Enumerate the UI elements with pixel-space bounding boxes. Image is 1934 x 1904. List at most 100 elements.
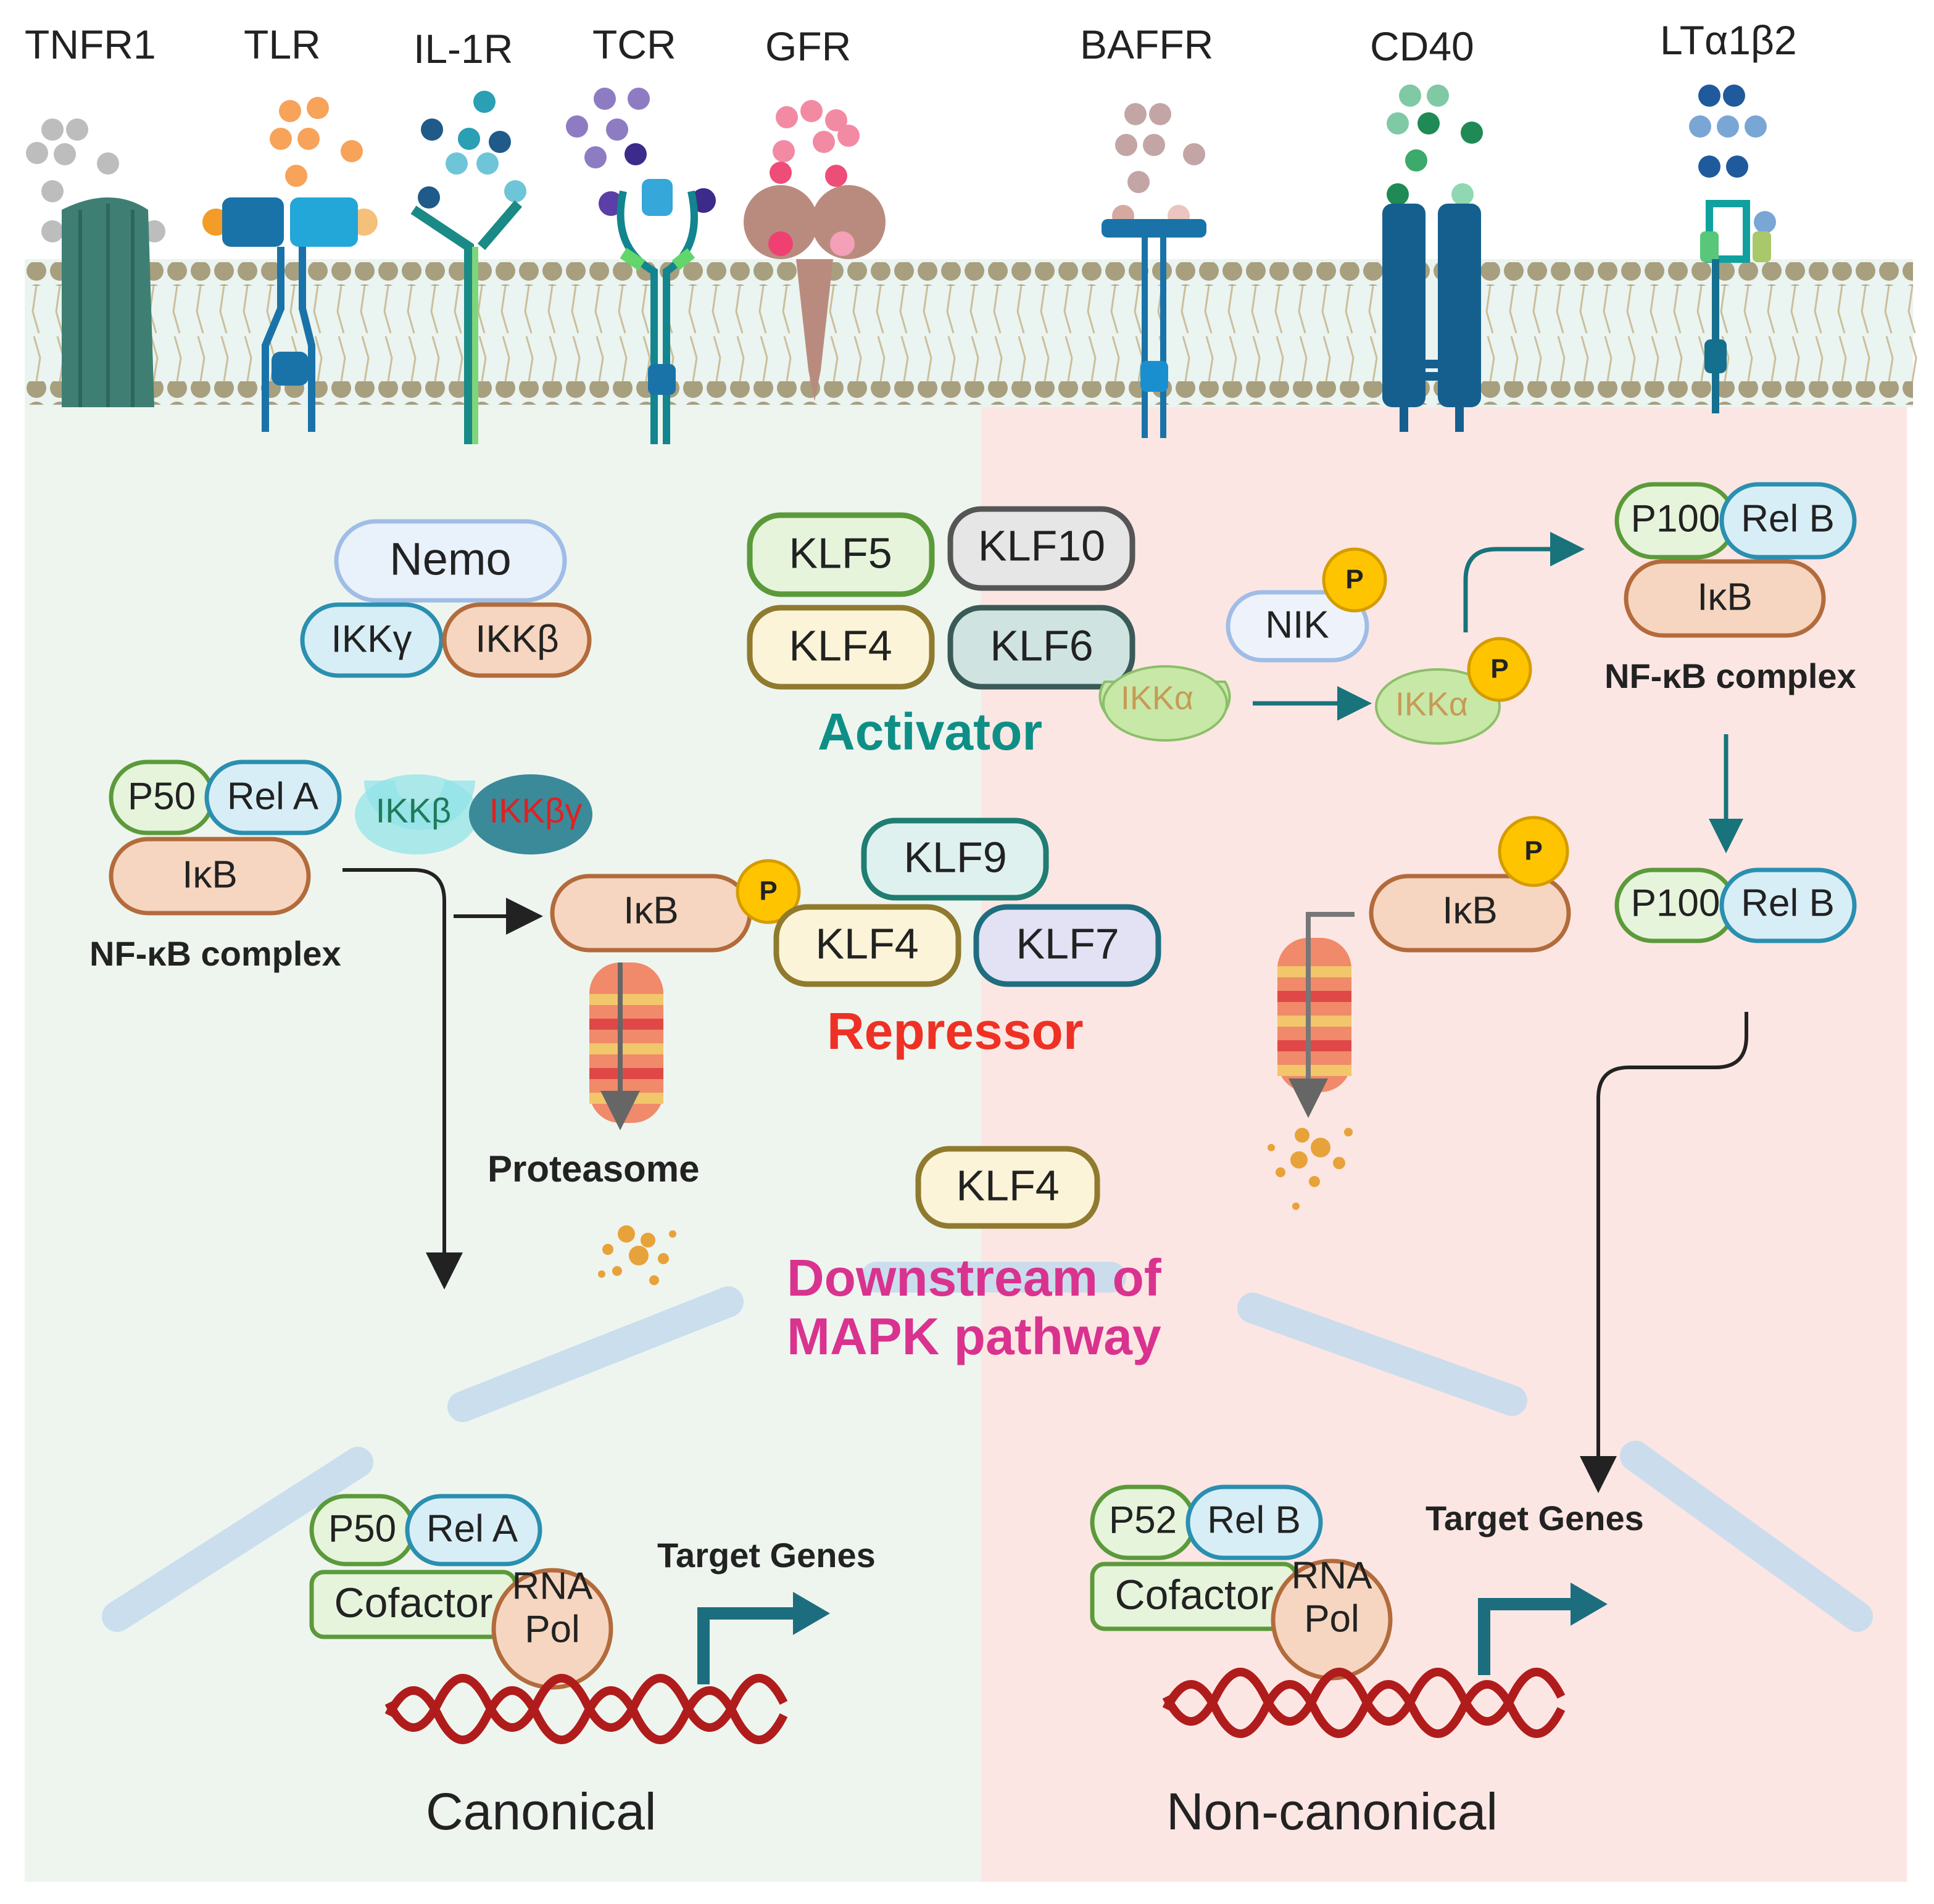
klf4-mapk-pill bbox=[915, 1146, 1100, 1229]
nc-transcription-arrow bbox=[1478, 1598, 1574, 1675]
receptor-label-lta1b2: LTα1β2 bbox=[1660, 17, 1797, 63]
ikk-gamma-label: IKKγ bbox=[331, 618, 412, 660]
nik-group: NIK P bbox=[1226, 547, 1387, 663]
nemo-label: Nemo bbox=[389, 534, 511, 585]
nc-phospho-ikb-label: IκB bbox=[1442, 889, 1498, 932]
tlr-receptor-icon bbox=[202, 97, 378, 432]
canonical-phospho-ikb: IκB P bbox=[550, 859, 801, 953]
noncanonical-target-genes: Target Genes bbox=[1426, 1499, 1644, 1538]
activator-label: Activator bbox=[818, 703, 1042, 761]
repressor-label: Repressor bbox=[827, 1002, 1084, 1060]
nc-phospho-ikb-pill bbox=[1369, 874, 1571, 953]
degraded-fragments-icon bbox=[598, 1225, 676, 1285]
ikk-beta-pair-label: IKKβ bbox=[376, 791, 451, 830]
rela-label: Rel A bbox=[227, 775, 319, 817]
klf10-pill bbox=[947, 506, 1135, 591]
nc-cofactor-label: Cofactor bbox=[1115, 1571, 1274, 1618]
klf4-mapk-label: KLF4 bbox=[956, 1161, 1059, 1209]
relb-pill bbox=[1719, 482, 1857, 560]
processed-p100-label: P100 bbox=[1631, 882, 1720, 924]
klf9-label: KLF9 bbox=[903, 833, 1006, 881]
svg-text:P: P bbox=[1345, 565, 1363, 595]
klf-activators: KLF5 KLF10 KLF4 KLF6 bbox=[747, 506, 1135, 690]
rna-label: RNA bbox=[512, 1565, 594, 1607]
ikb-pill bbox=[109, 837, 311, 916]
canonical-nfkb-complex: P50 Rel A IκB NF-κB complex bbox=[89, 760, 342, 973]
nuc-rela-label: Rel A bbox=[426, 1507, 518, 1550]
phospho-icon bbox=[736, 859, 801, 924]
tnfr1-receptor-icon bbox=[26, 118, 165, 407]
nik-label: NIK bbox=[1265, 603, 1329, 646]
noncanonical-nuclear-complex: P52 Rel B Cofactor RNA Pol bbox=[1090, 1484, 1393, 1681]
rela-pill bbox=[204, 760, 342, 835]
ikka-to-complex-arrow bbox=[1463, 532, 1585, 632]
ikka-active-label: IKKα bbox=[1395, 685, 1468, 722]
nuclear-envelope bbox=[102, 1262, 1873, 1632]
noncanonical-nfkb-complex: P100 Rel B IκB NF-κB complex bbox=[1604, 482, 1857, 695]
svg-text:P: P bbox=[1524, 836, 1542, 866]
rna-pol-circle bbox=[491, 1568, 613, 1690]
processed-relb-pill bbox=[1719, 867, 1857, 943]
mapk-label-line1: Downstream of bbox=[787, 1249, 1162, 1307]
nc-pol-label: Pol bbox=[1304, 1597, 1359, 1640]
ikk-complex: Nemo IKKγ IKKβ bbox=[300, 519, 592, 678]
nc-ikb-phospho-icon bbox=[1498, 816, 1569, 887]
klf4-repressor-pill bbox=[773, 904, 961, 987]
relb-label: Rel B bbox=[1741, 497, 1835, 540]
processed-relb-label: Rel B bbox=[1741, 882, 1835, 924]
receptor-label-tnfr1: TNFR1 bbox=[25, 22, 156, 67]
klf7-label: KLF7 bbox=[1016, 919, 1119, 967]
canonical-transcription-arrow bbox=[697, 1607, 796, 1684]
receptor-label-gfr: GFR bbox=[765, 23, 851, 69]
receptor-label-il1r: IL-1R bbox=[413, 26, 513, 72]
svg-text:P: P bbox=[1490, 654, 1508, 684]
ikb-label: IκB bbox=[182, 853, 238, 896]
nuc-relb-label: Rel B bbox=[1207, 1499, 1301, 1541]
klf10-label: KLF10 bbox=[978, 521, 1105, 569]
ikka-phospho-icon bbox=[1467, 637, 1532, 702]
p50-label: P50 bbox=[128, 775, 196, 817]
ikk-beta-gamma-pair: IKKβ IKKβγ bbox=[355, 774, 592, 855]
klf6-label: KLF6 bbox=[990, 621, 1093, 669]
noncanonical-title: Non-canonical bbox=[1166, 1782, 1498, 1840]
receptor-label-baffr: BAFFR bbox=[1080, 22, 1213, 67]
canonical-target-genes: Target Genes bbox=[657, 1536, 876, 1575]
tcr-receptor-icon bbox=[566, 88, 716, 444]
ikk-beta-gamma-pair-label: IKKβγ bbox=[489, 791, 582, 830]
mapk-label-line2: MAPK pathway bbox=[787, 1307, 1161, 1365]
canonical-nfkb-label: NF-κB complex bbox=[89, 934, 341, 973]
nik-phospho-icon bbox=[1322, 547, 1387, 613]
cofactor-label: Cofactor bbox=[334, 1579, 493, 1626]
p52-label: P52 bbox=[1109, 1499, 1177, 1541]
canonical-nuclear-complex: P50 Rel A Cofactor RNA Pol bbox=[309, 1494, 613, 1690]
baffr-receptor-icon bbox=[1102, 103, 1206, 438]
klf4-repressor-label: KLF4 bbox=[815, 919, 918, 967]
ikk-beta-pill bbox=[442, 602, 592, 678]
klf5-pill bbox=[747, 512, 935, 597]
receptor-label-tlr: TLR bbox=[244, 22, 321, 67]
canonical-arrow-to-nucleus bbox=[342, 868, 463, 1289]
klf9-pill bbox=[861, 817, 1049, 901]
nik-pill bbox=[1226, 590, 1369, 663]
ltab-receptor-icon bbox=[1689, 85, 1776, 413]
klf4-activator-label: KLF4 bbox=[789, 621, 892, 669]
klf7-pill bbox=[973, 904, 1161, 987]
nemo-pill bbox=[334, 519, 567, 603]
proteasome-icon bbox=[589, 962, 663, 1130]
klf5-label: KLF5 bbox=[789, 529, 892, 577]
ikka-active: IKKα P bbox=[1375, 637, 1532, 745]
nuc-p50-label: P50 bbox=[328, 1507, 396, 1550]
gfr-receptor-icon bbox=[744, 100, 886, 401]
proteasome-label: Proteasome bbox=[488, 1148, 699, 1190]
ikk-gamma-pill bbox=[300, 602, 444, 678]
ikk-beta-label: IKKβ bbox=[475, 618, 559, 660]
noncanonical-arrow-to-nucleus bbox=[1580, 1012, 1748, 1493]
nc-dna-icon bbox=[1162, 1668, 1566, 1738]
ikka-inactive: IKKα bbox=[1098, 665, 1231, 742]
canonical-title: Canonical bbox=[426, 1782, 657, 1840]
ikka-inactive-label: IKKα bbox=[1121, 679, 1193, 716]
p100-label: P100 bbox=[1631, 497, 1720, 540]
pol-label: Pol bbox=[525, 1608, 580, 1650]
receptor-labels: TNFR1 TLR IL-1R TCR GFR BAFFR CD40 LTα1β… bbox=[25, 17, 1797, 72]
